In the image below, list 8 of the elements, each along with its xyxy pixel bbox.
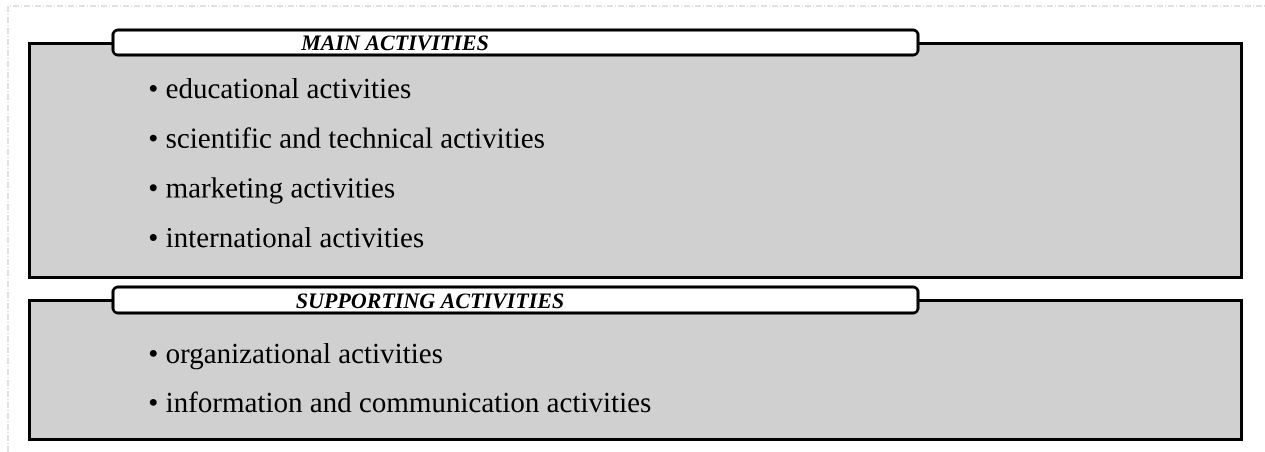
bullet-item: • international activities [149, 227, 424, 248]
heading-tab: MAIN ACTIVITIES [111, 28, 920, 57]
bullet-item: • organizational activities [149, 342, 442, 370]
bullet-item: • information and communication activities [149, 391, 651, 413]
bullet-item: • marketing activities [149, 177, 395, 204]
heading-tab: SUPPORTING ACTIVITIES [111, 285, 920, 315]
bullet-item: • educational activities [149, 77, 411, 99]
bullet-item: • scientific and technical activities [149, 127, 544, 148]
